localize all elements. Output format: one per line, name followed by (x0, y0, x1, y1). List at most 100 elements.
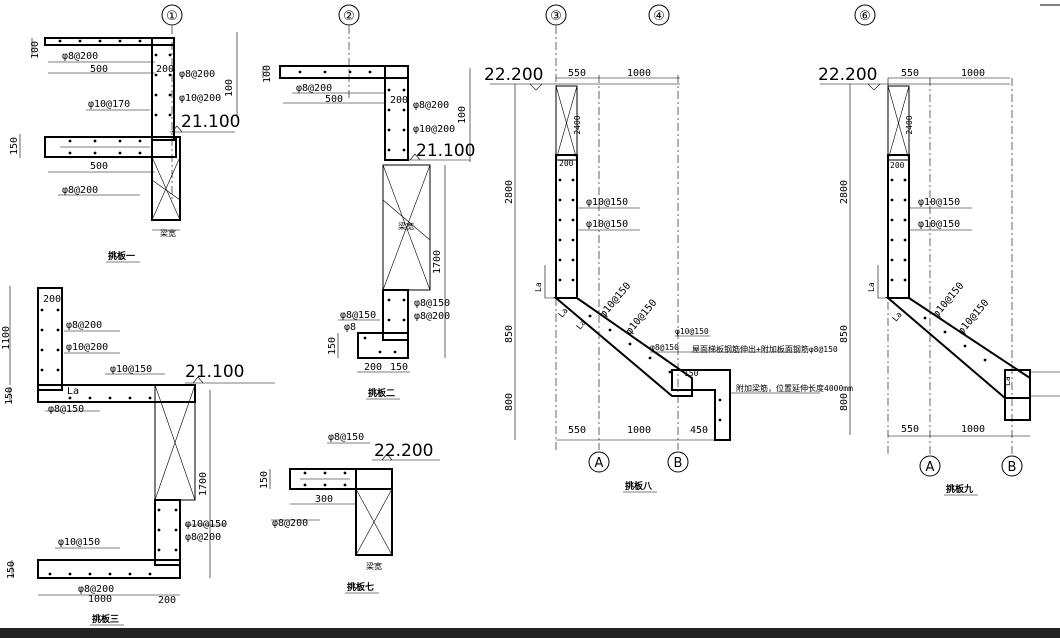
dim-150: 150 (327, 337, 338, 355)
dim-800: 800 (504, 393, 515, 411)
title-canopy-2: 挑板二 (368, 387, 395, 399)
axis-label-4: ④ (653, 9, 665, 24)
dim-100b: 100 (457, 106, 468, 124)
rebar-label-7: φ8 (344, 322, 356, 333)
dim-100b: 100 (224, 79, 235, 97)
rebar-label-1: φ8@200 (62, 51, 98, 62)
section-canopy-2: 100 φ8@200 500 200 φ8@200 φ10@200 100 21… (262, 26, 475, 400)
dim-200: 200 (559, 159, 574, 168)
rebar-label-3: φ10@150 (598, 281, 634, 320)
rebar-label-6: φ8@150 (650, 343, 679, 352)
rebar-label-4: φ10@150 (624, 298, 660, 337)
dim-500b: 500 (90, 161, 108, 172)
dim-200: 200 (156, 64, 174, 75)
rebar-label-7: φ10@150 (185, 519, 227, 530)
dim-2400: 2400 (573, 115, 582, 134)
dim-100: 100 (30, 41, 41, 59)
rebar-label-5: φ10@150 (58, 537, 100, 548)
rebar-label-5: φ10@150 (675, 327, 709, 336)
level-21100-p1: 21.100 (181, 112, 240, 132)
note-1: 屋面梯板钢筋伸出+附加板面钢筋φ8@150 (692, 344, 838, 354)
rebar-label-5: φ8@200 (414, 311, 450, 322)
rebar-label-3: φ10@150 (110, 364, 152, 375)
axis-label-3: ③ (550, 9, 562, 24)
title-canopy-7: 挑板七 (347, 581, 374, 593)
section-canopy-8: 22.200 550 1000 2400 200 2800 850 800 φ1… (484, 26, 853, 493)
dim-200: 200 (890, 161, 905, 170)
rebar-label-2: φ8@200 (413, 100, 449, 111)
dim-850: 850 (839, 325, 850, 343)
rebar-label-6: φ8@200 (78, 584, 114, 595)
dim-200b: 200 (364, 362, 382, 373)
dim-100: 100 (262, 65, 273, 83)
dim-150b: 150 (6, 561, 17, 579)
dim-500a: 500 (90, 64, 108, 75)
axis-label-2: ② (343, 9, 355, 24)
section-canopy-9: 22.200 550 1000 2400 200 2800 850 800 φ1… (818, 65, 1060, 496)
title-canopy-8: 挑板八 (625, 480, 653, 492)
rebar-label-6: φ8@150 (340, 310, 376, 321)
dim-500: 500 (325, 94, 343, 105)
level-21100-p3: 21.100 (185, 362, 244, 382)
dim-1000-bottom: 1000 (961, 424, 985, 435)
rebar-label-1: φ8@200 (66, 320, 102, 331)
rebar-label-3: φ10@150 (931, 281, 967, 320)
rebar-label-1: φ8@200 (296, 83, 332, 94)
rebar-label-4: φ8@150 (48, 404, 84, 415)
dim-1000-top: 1000 (961, 68, 985, 79)
dim-1000-top: 1000 (627, 68, 651, 79)
beam-width-p7: 梁宽 (366, 561, 382, 571)
dim-550-bottom: 550 (568, 425, 586, 436)
rebar-label-1: φ10@150 (586, 197, 628, 208)
axis-markers: ① ② ③ ④ ⑥ A B A B (161, 4, 1060, 477)
level-22200-p7: 22.200 (374, 441, 433, 461)
dim-1700: 1700 (198, 472, 209, 496)
dim-150: 150 (684, 369, 699, 378)
dim-550-top: 550 (901, 68, 919, 79)
rebar-label-1: φ8@150 (328, 432, 364, 443)
title-canopy-9: 挑板九 (946, 483, 973, 495)
rebar-label-3: φ10@200 (413, 124, 455, 135)
sheet-bottom-border (0, 628, 1060, 638)
rebar-label-2: φ10@150 (918, 219, 960, 230)
rebar-label-3: φ10@200 (179, 93, 221, 104)
beam-width-p2: 梁宽 (398, 221, 414, 231)
la-label-1: La (867, 282, 876, 292)
section-canopy-3: 200 1100 φ8@200 φ10@200 φ10@150 21.100 1… (1, 286, 275, 626)
la-label-3: La (1003, 376, 1012, 386)
axis-label-A1: A (595, 456, 604, 471)
axis-label-B2: B (1008, 460, 1017, 475)
axis-label-6: ⑥ (859, 9, 871, 24)
rebar-label-4: φ8@150 (414, 298, 450, 309)
section-canopy-1: 100 φ8@200 500 200 φ8@200 φ10@200 100 φ1… (9, 26, 240, 263)
rebar-label-4: φ10@170 (88, 99, 130, 110)
dim-1700: 1700 (432, 250, 443, 274)
rebar-label-2: φ10@200 (66, 342, 108, 353)
dim-200: 200 (158, 595, 176, 606)
dim-1000-bottom: 1000 (627, 425, 651, 436)
dim-850: 850 (504, 325, 515, 343)
axis-label-B1: B (674, 456, 683, 471)
note-2: 附加梁筋，位置延伸长度4000mm (736, 383, 853, 393)
dim-800: 800 (839, 393, 850, 411)
rebar-label-2: φ8@200 (179, 69, 215, 80)
rebar-label-5: φ8@200 (62, 185, 98, 196)
dim-150: 150 (259, 471, 270, 489)
dim-300: 300 (315, 494, 333, 505)
dim-150b: 150 (390, 362, 408, 373)
level-22200-p9: 22.200 (818, 65, 877, 85)
level-22200-p8: 22.200 (484, 65, 543, 85)
dim-200: 200 (390, 95, 408, 106)
dim-2800: 2800 (504, 180, 515, 204)
dim-450-bottom: 450 (690, 425, 708, 436)
level-21100-p2: 21.100 (416, 141, 475, 161)
dim-1000: 1000 (88, 594, 112, 605)
rebar-label-1: φ10@150 (918, 197, 960, 208)
rebar-label-8: φ8@200 (185, 532, 221, 543)
dim-1100: 1100 (1, 326, 12, 350)
beam-width-p1: 梁宽 (160, 228, 176, 238)
dim-200-top: 200 (43, 294, 61, 305)
dim-550-bottom: 550 (901, 424, 919, 435)
axis-label-A2: A (926, 460, 935, 475)
